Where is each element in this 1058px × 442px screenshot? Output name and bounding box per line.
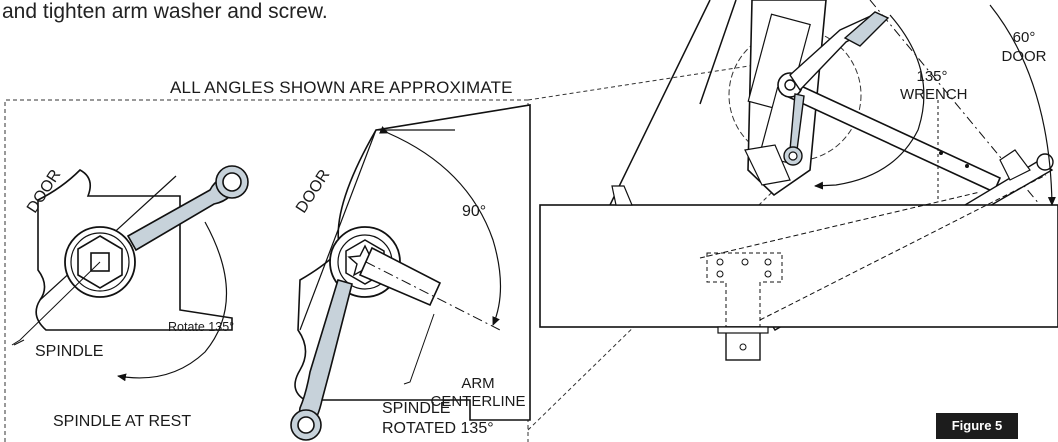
wrench-rest [126, 165, 249, 252]
approximate-angles-note: ALL ANGLES SHOWN ARE APPROXIMATE [170, 78, 513, 97]
assembly-view [539, 0, 1058, 361]
arm-label-line1: ARM [461, 375, 495, 392]
door-angle-line2: DOOR [1001, 48, 1047, 65]
rotated-caption-line1: SPINDLE [382, 400, 451, 417]
wrench-angle-arc [814, 14, 925, 190]
rotate-label: Rotate 135° [168, 320, 235, 334]
door-swing-line [869, 0, 1041, 206]
rotated-view [290, 104, 531, 441]
door-edge-rotated [299, 129, 377, 331]
arm-label: ARM CENTERLINE [428, 375, 528, 411]
rotated-caption-line2: ROTATED 135° [382, 420, 494, 437]
instruction-text: and tighten arm washer and screw. [2, 0, 328, 23]
frame-rail-left [609, 0, 711, 206]
door-angle-line1: 60° [1012, 29, 1036, 46]
frame-rail-right [699, 0, 737, 105]
leader-line-top [527, 63, 763, 101]
rest-caption: SPINDLE AT REST [53, 413, 192, 430]
rotate-arrow [117, 221, 227, 382]
wrench-assembly [783, 11, 890, 166]
wrench-angle-line1: 135° [916, 68, 948, 85]
door-panel [539, 204, 1058, 328]
angle-90-label: 90° [462, 203, 487, 220]
spindle-leader [11, 261, 101, 346]
door-angle-label: 60° DOOR [994, 28, 1054, 66]
door-angle-arc [989, 4, 1056, 206]
angle-arc-90 [379, 126, 502, 326]
centerline-leader [403, 313, 435, 385]
wrench-angle-line2: WRENCH [900, 86, 968, 103]
wrench-rotated [290, 279, 353, 441]
wrench-angle-label: 135° WRENCH [900, 68, 968, 104]
rest-view [11, 165, 249, 382]
spindle-leader-2 [13, 339, 25, 346]
rotated-caption: SPINDLE ROTATED 135° [382, 399, 494, 439]
spindle-label: SPINDLE [35, 343, 104, 360]
figure-label: Figure 5 [936, 413, 1018, 439]
arm-label-line2: CENTERLINE [430, 393, 526, 410]
